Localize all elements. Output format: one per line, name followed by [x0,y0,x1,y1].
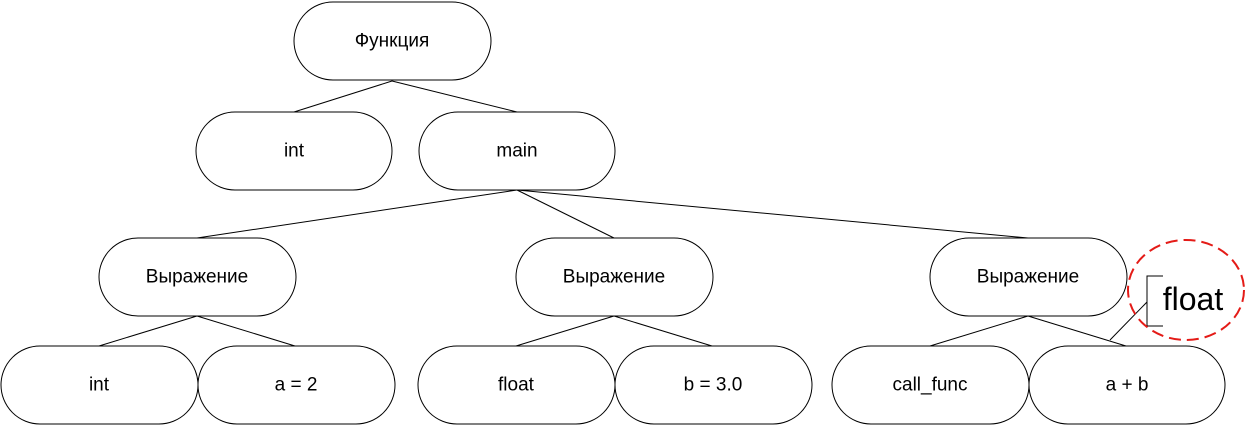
tree-edges [98,80,1127,347]
edge-expr3-sum [1027,315,1127,347]
node-expr2-assign: b = 3.0 [614,345,813,425]
edge-main-expr1 [196,189,518,239]
node-return-type-label: int [284,141,305,162]
node-expr3-sum: a + b [1028,345,1226,425]
annotation-bracket [1146,275,1163,327]
edge-expr3-call [929,315,1029,347]
type-annotation: float [1109,239,1245,341]
node-expr3-sum-label: a + b [1106,375,1149,396]
node-expr2-type-label: float [498,375,535,396]
edge-expr1-int [98,315,198,347]
annotation-highlight-ellipse [1127,239,1245,341]
node-expr1-assign-label: a = 2 [275,375,318,396]
node-expr3-call-label: call_func [893,375,968,396]
node-root-label: Функция [355,31,430,52]
edge-expr1-assign [196,315,296,347]
node-expression-2: Выражение [515,237,714,317]
edge-expr2-float [515,315,615,347]
node-expression-3: Выражение [929,237,1128,317]
edge-main-expr3 [516,189,1029,239]
edge-main-expr2 [516,189,615,239]
node-root: Функция [293,1,492,81]
node-func-name: main [418,111,616,191]
node-return-type: int [195,111,393,191]
edge-root-main [391,80,518,113]
annotation-leader-line [1109,301,1148,341]
node-expr1-type: int [0,345,199,425]
node-func-name-label: main [496,141,537,162]
node-expression-1-label: Выражение [146,267,248,288]
node-expression-3-label: Выражение [977,267,1079,288]
edge-root-int [293,80,393,113]
node-expr2-assign-label: b = 3.0 [684,375,743,396]
edge-expr2-assign [613,315,713,347]
node-expr1-type-label: int [89,375,110,396]
node-expr2-type: float [417,345,616,425]
node-expr1-assign: a = 2 [197,345,396,425]
node-expression-1: Выражение [98,237,297,317]
node-expr3-call: call_func [831,345,1030,425]
annotation-label: float [1163,281,1224,317]
node-expression-2-label: Выражение [563,267,665,288]
